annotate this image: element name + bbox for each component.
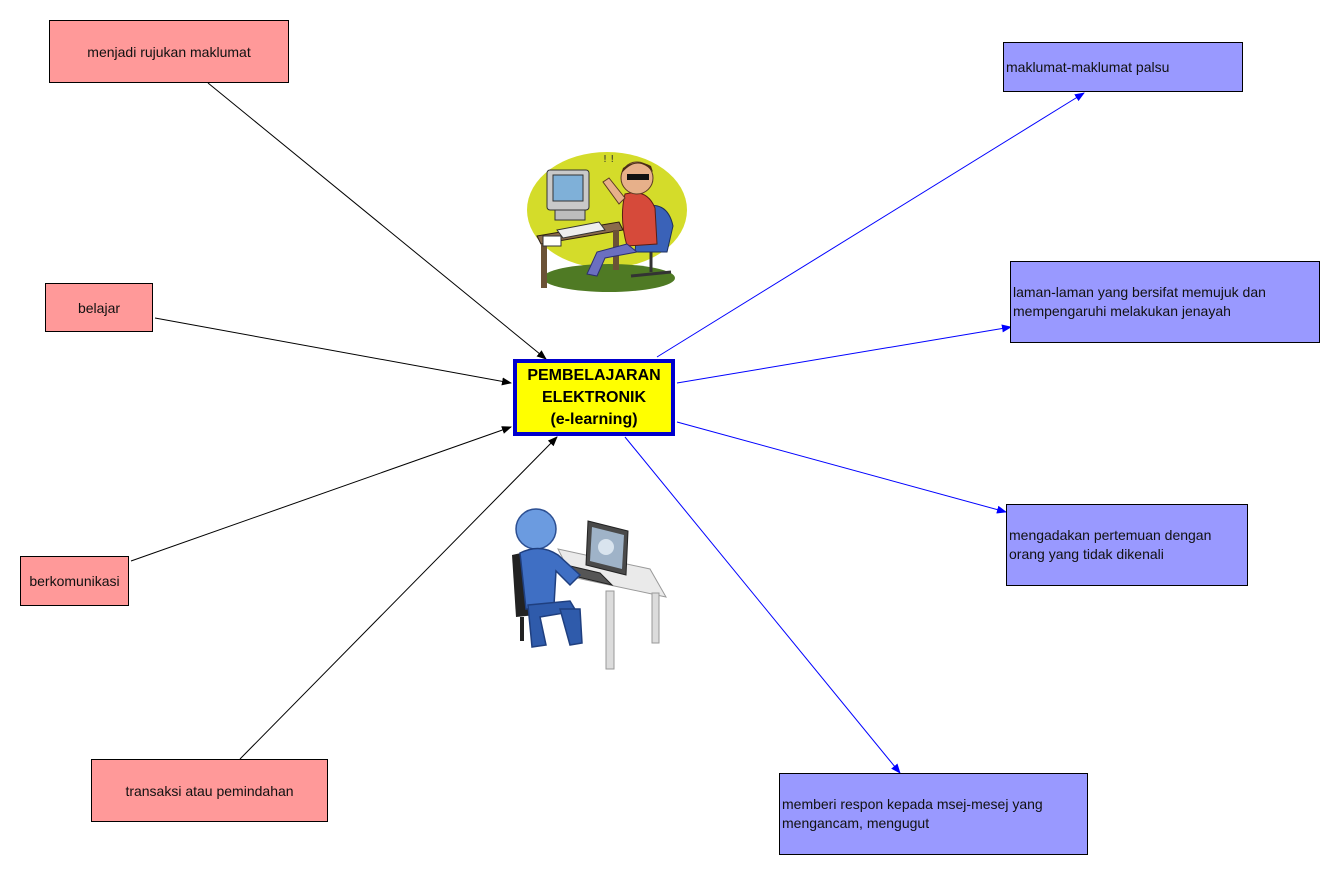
benefit-box-transaksi: transaksi atau pemindahan <box>91 759 328 822</box>
benefit-box-belajar: belajar <box>45 283 153 332</box>
center-title-line1: PEMBELAJARAN <box>527 366 661 384</box>
risk-box-maklumat-palsu: maklumat-maklumat palsu <box>1003 42 1243 92</box>
center-node: PEMBELAJARAN ELEKTRONIK (e-learning) <box>513 359 675 436</box>
benefit-label: transaksi atau pemindahan <box>125 782 294 799</box>
arrow-pertemuan <box>676 421 1007 514</box>
frustrated-computer-user-clipart: ! ! <box>527 152 687 292</box>
benefit-label: berkomunikasi <box>29 573 120 589</box>
risk-label: memberi respon kepada msej-mesej yang me… <box>782 796 1043 831</box>
arrow-berkomunikasi <box>130 426 512 562</box>
arrow-transaksi <box>239 436 558 760</box>
arrow-belajar <box>154 317 512 386</box>
risk-box-laman-laman: laman-laman yang bersifat memujuk dan me… <box>1010 261 1320 343</box>
arrow-menjadi-rujukan <box>207 82 547 360</box>
benefit-box-rujukan: menjadi rujukan maklumat <box>49 20 289 83</box>
center-title-line2: ELEKTRONIK <box>542 388 646 406</box>
benefit-label: belajar <box>77 299 121 316</box>
risk-box-memberi-respon: memberi respon kepada msej-mesej yang me… <box>779 773 1088 855</box>
person-at-computer-clipart <box>512 508 667 670</box>
risk-box-pertemuan: mengadakan pertemuan dengan orang yang t… <box>1006 504 1248 586</box>
arrow-laman-laman <box>676 324 1012 384</box>
svg-text:! !: ! ! <box>603 154 614 165</box>
benefit-box-berkomunikasi: berkomunikasi <box>20 556 129 606</box>
benefit-label: menjadi rujukan maklumat <box>87 43 251 60</box>
risk-label: maklumat-maklumat palsu <box>1006 58 1170 75</box>
arrow-maklumat-palsu <box>656 92 1085 358</box>
arrow-memberi-respon <box>624 436 901 774</box>
center-title-line3: (e-learning) <box>550 410 638 428</box>
risk-label: laman-laman yang bersifat memujuk dan me… <box>1013 284 1266 319</box>
risk-label: mengadakan pertemuan dengan orang yang t… <box>1009 527 1212 562</box>
